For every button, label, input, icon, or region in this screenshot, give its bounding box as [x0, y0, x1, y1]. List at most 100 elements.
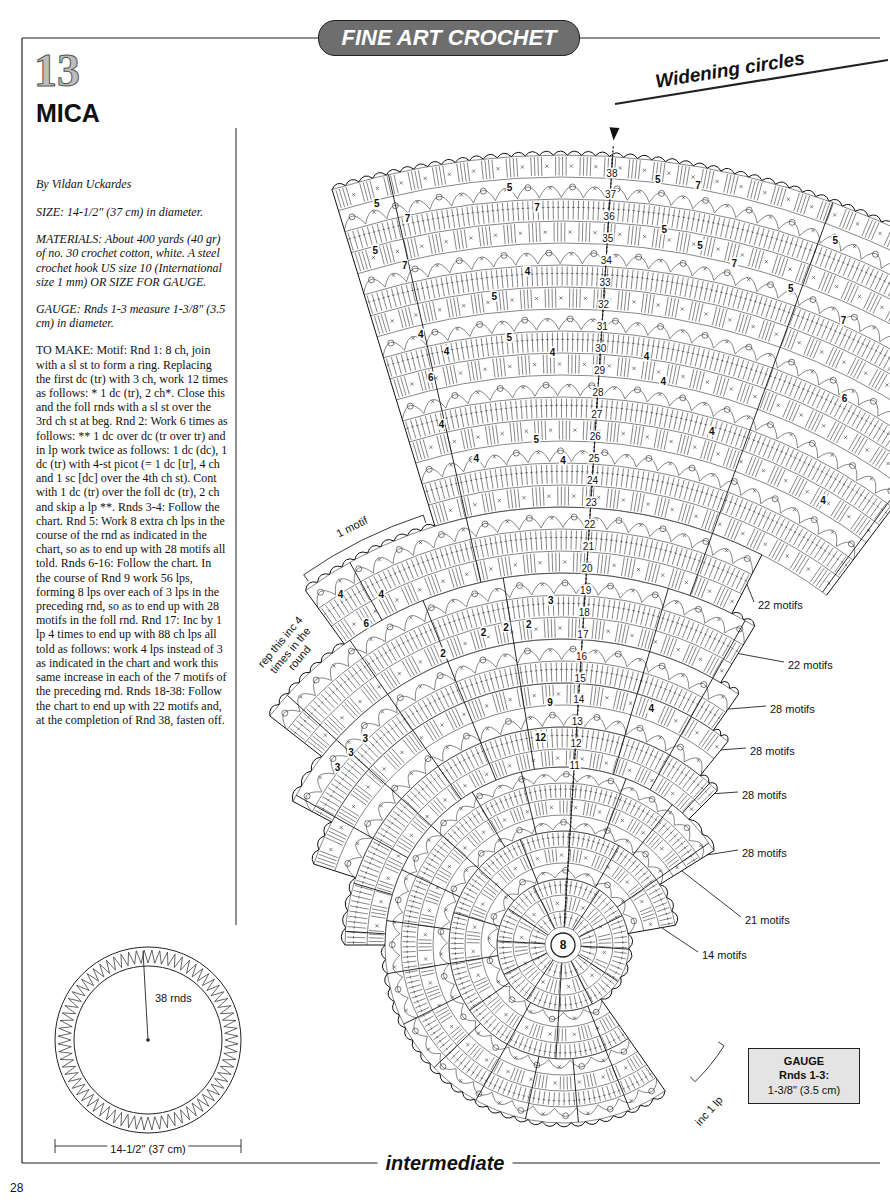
round-number: 13: [571, 716, 584, 727]
stitch-count: 5: [654, 173, 662, 184]
leader-line: [707, 850, 738, 855]
crochet-chart: [270, 127, 890, 1127]
motif-count: 28 motifs: [750, 745, 795, 758]
round-number: 32: [597, 299, 610, 310]
leader-line: [747, 584, 754, 602]
stitch-count: 4: [660, 375, 668, 386]
round-number: 34: [600, 255, 613, 266]
stitch-count: 3: [334, 762, 342, 773]
round-number: 19: [579, 584, 592, 595]
column-rule: [236, 128, 237, 925]
round-number: 14: [572, 694, 585, 705]
radius-line: [143, 951, 148, 1040]
stitch-count: 4: [643, 350, 651, 361]
round-number: 17: [576, 628, 589, 639]
leader-line: [714, 792, 738, 794]
stitch-count: 12: [534, 732, 547, 743]
stitch-count: 7: [730, 258, 738, 269]
stitch-count: 6: [427, 372, 435, 383]
stitch-count: 5: [532, 433, 540, 444]
motif-count: 22 motifs: [758, 599, 803, 612]
stitch-count: 5: [373, 197, 381, 208]
motif-count: 21 motifs: [745, 914, 790, 927]
round-number: 20: [580, 562, 593, 573]
stitch-count: 4: [472, 452, 480, 463]
stitch-count: 7: [404, 213, 412, 224]
round-axis: [564, 147, 613, 923]
ring-outline: [551, 933, 575, 957]
dimension-label: 14-1/2" (37 cm): [107, 1143, 188, 1156]
round-number: 24: [586, 474, 599, 485]
stitch-count: 3: [347, 747, 355, 758]
frame-rule: [21, 38, 22, 1163]
leader-line: [661, 928, 698, 952]
round-number: 37: [604, 189, 617, 200]
text-column: SIZE: 14-1/2" (37 cm) in diameter.MATERI…: [36, 205, 228, 740]
round-number: 28: [592, 387, 605, 398]
round-number: 26: [589, 431, 602, 442]
stitch-count: 4: [524, 265, 532, 276]
motif-count: 22 motifs: [788, 659, 833, 672]
ring-zigzag: [58, 950, 238, 1130]
stitch-count: 2: [525, 618, 533, 629]
leader-line: [738, 654, 784, 662]
node-heading: 8: [560, 932, 567, 958]
ring-outline: [74, 966, 222, 1114]
chart-edges: [270, 151, 890, 1127]
title-banner: FINE ART CROCHET: [318, 20, 580, 56]
stitch-count: 2: [502, 621, 510, 632]
stitch-count: 7: [694, 179, 702, 190]
leader-line: [721, 748, 746, 750]
dimension-tick: [241, 1139, 242, 1153]
stitch-symbols: [270, 155, 890, 1123]
pattern-number: 13: [34, 48, 80, 94]
stitch-count: 4: [708, 425, 716, 436]
round-number: 33: [598, 277, 611, 288]
stitch-count: 6: [841, 392, 849, 403]
overview-circle: [55, 947, 241, 1153]
round-number: 18: [578, 606, 591, 617]
round-number: 11: [568, 760, 580, 771]
stitch-count: 4: [378, 588, 386, 599]
stitch-count: 5: [832, 235, 840, 246]
stitch-count: 5: [490, 290, 498, 301]
stitch-count: 5: [506, 332, 514, 343]
stitch-count: 9: [546, 697, 554, 708]
stitch-count: 4: [819, 494, 827, 505]
round-number: 36: [603, 211, 616, 222]
round-number: 25: [587, 452, 600, 463]
stitch-count: 2: [480, 626, 488, 637]
skill-level: intermediate: [378, 1152, 513, 1174]
stitch-count: 4: [438, 418, 446, 429]
stitch-count: 4: [417, 329, 425, 340]
motif-count: 28 motifs: [742, 789, 787, 802]
stitch-count: 4: [337, 588, 345, 599]
stitch-count: 5: [787, 283, 795, 294]
byline: By Vildan Uckardes: [36, 177, 131, 191]
round-number: 23: [585, 496, 598, 507]
leader-line: [728, 706, 766, 709]
size-note: SIZE: 14-1/2" (37 cm) in diameter.: [36, 205, 228, 219]
motif-dividers: [287, 157, 890, 1123]
start-marker: [609, 127, 619, 140]
instructions: TO MAKE: Motif: Rnd 1: 8 ch, join with a…: [36, 343, 228, 726]
node-heading: FINE ART CROCHET: [341, 21, 556, 54]
stitch-count: 7: [401, 260, 409, 271]
round-number: 35: [601, 233, 614, 244]
stitch-count: 5: [661, 224, 669, 235]
round-number: 15: [574, 672, 587, 683]
gauge-note: GAUGE: Rnds 1-3 measure 1-3/8" (3.5 cm) …: [36, 302, 228, 330]
stitch-count: 5: [372, 244, 380, 255]
motif-count: 28 motifs: [770, 703, 815, 716]
bracket: [304, 515, 724, 1082]
round-number: 27: [590, 409, 603, 420]
stitch-count: 5: [506, 181, 514, 192]
node-text: Rnds 1-3:: [753, 1068, 855, 1082]
center-ring: 8: [550, 932, 576, 958]
round-number: 31: [596, 321, 609, 332]
stitch-count: 4: [647, 702, 655, 713]
round-number: 38: [605, 167, 618, 178]
stitch-count: 4: [443, 346, 451, 357]
stitch-count: 2: [439, 648, 447, 659]
